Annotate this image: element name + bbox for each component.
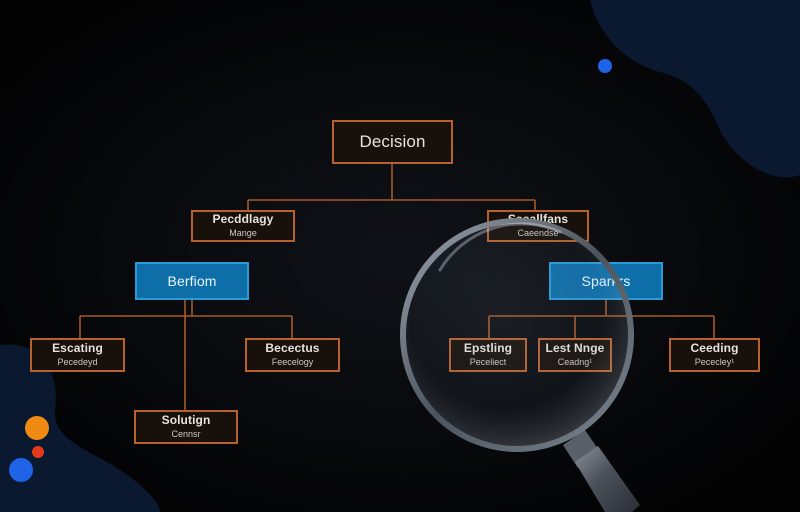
node-berfiom: Berfiom [135, 262, 249, 300]
node-pecddlagy: Pecddlagy Mange [191, 210, 295, 242]
node-label: Pecddlagy [212, 212, 274, 227]
blue-dot-bottom [9, 458, 33, 482]
node-lest-nnge: Lest Nnge Ceadng¹ [538, 338, 612, 372]
node-becectus: Becectus Feecelogy [245, 338, 340, 372]
node-label: Seeallfans [507, 212, 569, 227]
node-sublabel: Ceadng¹ [557, 357, 593, 368]
node-ceeding: Ceeding Pececley¹ [669, 338, 760, 372]
red-dot [32, 446, 44, 458]
node-decision: Decision [332, 120, 453, 164]
node-label: Solutign [161, 413, 211, 428]
node-label: Becectus [265, 341, 320, 356]
node-label: Sparkrs [581, 272, 631, 289]
top-right-blob [590, 0, 800, 178]
node-label: Lest Nnge [545, 341, 605, 356]
node-sparkrs: Sparkrs [549, 262, 663, 300]
node-label: Ceeding [690, 341, 739, 356]
node-seeallfans: Seeallfans Caeendse [487, 210, 589, 242]
node-epstling: Epstling Peceliect [449, 338, 527, 372]
node-sublabel: Mange [229, 228, 257, 239]
blue-dot-top [598, 59, 612, 73]
node-sublabel: Feecelogy [271, 357, 314, 368]
node-escating: Escating Pecedeyd [30, 338, 125, 372]
orange-dot [25, 416, 49, 440]
node-label: Berfiom [167, 272, 217, 289]
node-sublabel: Pecedeyd [57, 357, 98, 368]
node-label: Epstling [463, 341, 513, 356]
node-solutign: Solutign Cennsr [134, 410, 238, 444]
node-sublabel: Cennsr [171, 429, 201, 440]
node-label: Decision [359, 132, 426, 152]
node-sublabel: Caeendse [517, 228, 559, 239]
node-sublabel: Pececley¹ [694, 357, 735, 368]
bottom-left-blob [0, 344, 160, 512]
node-sublabel: Peceliect [469, 357, 507, 368]
node-label: Escating [52, 341, 103, 356]
